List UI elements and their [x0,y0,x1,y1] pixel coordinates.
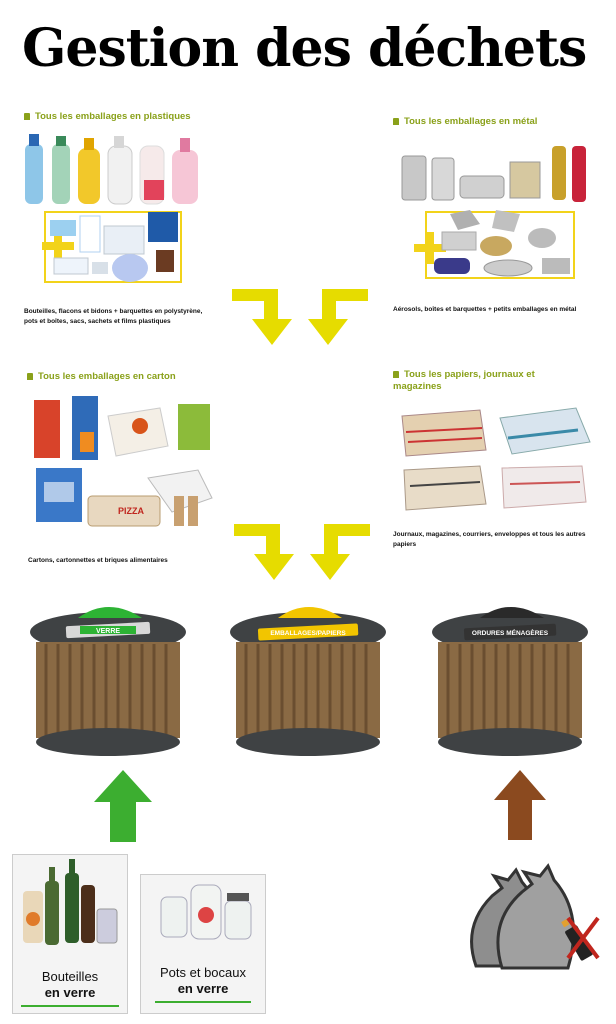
pizza-label: PIZZA [118,506,144,516]
papers-image [401,407,591,511]
caption-plastique: Bouteilles, flacons et bidons + barquett… [24,308,203,325]
glass-bottles-card: Bouteilles en verre [12,854,128,1014]
caption-metal: Aérosols, boîtes et barquettes + petits … [393,306,577,313]
glass-jars-line2: en verre [177,981,229,996]
glass-jars-image [160,884,252,940]
bin-verre: VERRE [28,598,188,758]
page-title: Gestion des déchets [22,18,587,79]
section-heading-plastique: Tous les emballages en plastiques [24,111,224,123]
green-arrow-up [94,770,152,842]
glass-bottles-line1: Bouteilles [41,969,99,984]
bin-icon [393,118,399,125]
heading-text: Tous les papiers, journaux et magazines [393,369,535,392]
section-heading-papiers: Tous les papiers, journaux et magazines [393,369,563,393]
underline [155,1001,251,1003]
section-heading-metal: Tous les emballages en métal [393,116,593,128]
heading-text: Tous les emballages en plastiques [35,111,191,122]
bin-icon [24,113,30,120]
trash-bags-image [470,863,600,970]
plastic-packaging-image [25,134,198,283]
bin-ordures: ORDURES MÉNAGÈRES [430,598,590,758]
glass-bottles-image [23,859,118,945]
glass-jars-line1: Pots et bocaux [160,965,246,980]
heading-text: Tous les emballages en carton [38,371,176,382]
bin-icon [27,373,33,380]
bin-verre-label: VERRE [96,628,120,635]
bin-icon [393,371,399,378]
caption-papiers: Journaux, magazines, courriers, envelopp… [393,531,586,548]
caption-carton: Cartons, cartonnettes et briques aliment… [28,557,168,564]
glass-bottles-line2: en verre [44,985,96,1000]
underline [21,1005,119,1007]
glass-jars-card: Pots et bocaux en verre [140,874,266,1014]
bin-ordures-label: ORDURES MÉNAGÈRES [472,628,549,637]
heading-text: Tous les emballages en métal [404,116,538,127]
yellow-arrows-bottom [234,524,370,580]
yellow-arrows-top [232,289,368,345]
metal-packaging-image [401,146,586,279]
brown-arrow-up [494,770,546,840]
glass-jars-label: Pots et bocaux en verre [141,965,265,997]
section-heading-carton: Tous les emballages en carton [27,371,227,383]
carton-packaging-image: PIZZA [34,396,213,527]
bin-emballages-label: EMBALLAGES/PAPIERS [270,630,346,637]
glass-bottles-label: Bouteilles en verre [13,969,127,1001]
bin-emballages: EMBALLAGES/PAPIERS [228,598,388,758]
cross-icon [566,916,600,960]
